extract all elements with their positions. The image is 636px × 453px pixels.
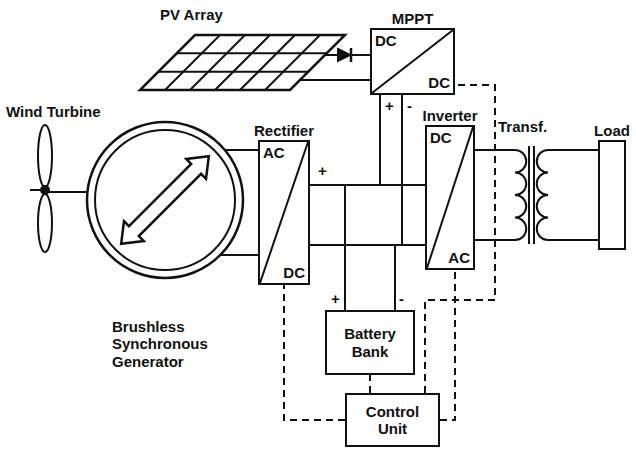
- pv-wire: [300, 79, 370, 81]
- converter-diagonal-line: [427, 127, 473, 268]
- pv-grid-line: [190, 35, 245, 90]
- box-heading: Inverter: [422, 107, 477, 124]
- converter-box: InverterDCAC: [425, 125, 475, 270]
- diode-bar: [350, 48, 353, 62]
- transformer-secondary: [537, 150, 548, 240]
- converter-diagonal: [260, 142, 308, 283]
- converter-diagonal-line: [372, 30, 453, 93]
- polarity-sign: +: [331, 290, 340, 307]
- generator-stator-inner: [95, 130, 235, 270]
- generator-rotor: [111, 146, 218, 253]
- control-box: Control Unit: [345, 393, 440, 447]
- part-label: Brushless Synchronous Generator: [112, 318, 247, 370]
- generator-wire: [225, 149, 258, 151]
- polarity-sign: +: [385, 97, 394, 114]
- generator-wire: [220, 254, 258, 256]
- converter-box: RectifierACDC: [258, 140, 310, 285]
- battery-negative-wire: [394, 245, 396, 310]
- turbine-hub: [41, 186, 49, 194]
- power-wire: [475, 149, 598, 151]
- battery-box: Battery Bank: [325, 310, 415, 375]
- port-label: DC: [283, 264, 305, 281]
- box-heading: Load: [594, 122, 630, 139]
- turbine-shaft: [49, 191, 88, 193]
- transformer-primary: [515, 150, 526, 240]
- power-wire: [345, 185, 425, 310]
- converter-diagonal-line: [260, 142, 308, 283]
- converter-box: MPPTDCDC: [370, 28, 455, 95]
- polarity-sign: -: [399, 290, 404, 307]
- box-heading: Rectifier: [254, 122, 314, 139]
- turbine-blade: [38, 125, 52, 187]
- pv-grid-line: [265, 35, 320, 90]
- turbine-blade: [38, 194, 52, 252]
- port-label: AC: [448, 249, 470, 266]
- transformer-core: [528, 146, 530, 244]
- polarity-sign: -: [407, 97, 412, 114]
- port-label: AC: [263, 144, 285, 161]
- pv-grid-line: [215, 35, 270, 90]
- box-heading: MPPT: [392, 10, 434, 27]
- control-line: [425, 85, 495, 393]
- pv-grid-line: [240, 35, 295, 90]
- control-line: [369, 375, 371, 393]
- control-line: [440, 270, 455, 420]
- power-wire: [380, 95, 425, 185]
- part-label: Transf.: [498, 118, 547, 135]
- generator-stator: [87, 122, 243, 278]
- port-label: DC: [430, 129, 452, 146]
- ac-wire: [548, 239, 598, 241]
- dc-bus-negative: [310, 244, 425, 246]
- part-label: PV Array: [160, 6, 223, 23]
- pv-panel: [140, 35, 345, 90]
- transformer-core: [533, 146, 535, 244]
- mppt-negative-wire: [401, 95, 403, 245]
- diode-symbol: [338, 49, 350, 61]
- control-line: [284, 285, 345, 420]
- box-label: Control Unit: [353, 403, 432, 438]
- turbine-nose: [30, 189, 41, 191]
- converter-diagonal: [427, 127, 473, 268]
- port-label: DC: [375, 32, 397, 49]
- polarity-sign: +: [318, 162, 327, 179]
- box-label: Battery Bank: [333, 325, 407, 360]
- pv-grid-line: [165, 35, 220, 90]
- load-box: Load: [598, 140, 626, 250]
- part-label: Wind Turbine: [6, 103, 101, 120]
- port-label: DC: [428, 74, 450, 91]
